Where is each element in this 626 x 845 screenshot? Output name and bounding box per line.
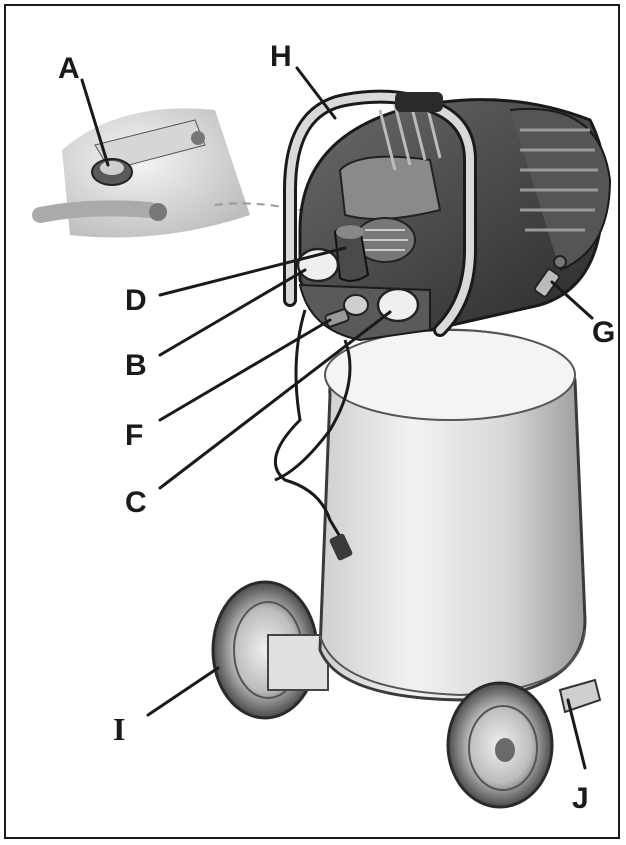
- leader-line-j: [568, 700, 585, 768]
- pressure-regulator-knob: [344, 295, 368, 315]
- callout-c: C: [125, 486, 147, 519]
- callout-h: H: [270, 40, 292, 73]
- air-tank: [320, 330, 585, 700]
- front-wheel: [448, 683, 552, 807]
- rear-wheel: [213, 582, 328, 718]
- leader-line-i: [148, 668, 218, 715]
- callout-d: D: [125, 284, 147, 317]
- inset-detail: [40, 108, 300, 237]
- leader-line-b: [160, 270, 305, 355]
- handle-grip: [395, 92, 443, 112]
- rubber-foot: [560, 680, 600, 712]
- callout-b: B: [125, 349, 147, 382]
- callout-g: G: [592, 316, 615, 349]
- leader-line-f: [160, 320, 330, 420]
- callout-f: F: [125, 419, 143, 452]
- pressure-switch: [335, 225, 368, 281]
- callout-i: I: [113, 711, 125, 747]
- callout-j: J: [572, 782, 589, 815]
- callout-a: A: [58, 52, 80, 85]
